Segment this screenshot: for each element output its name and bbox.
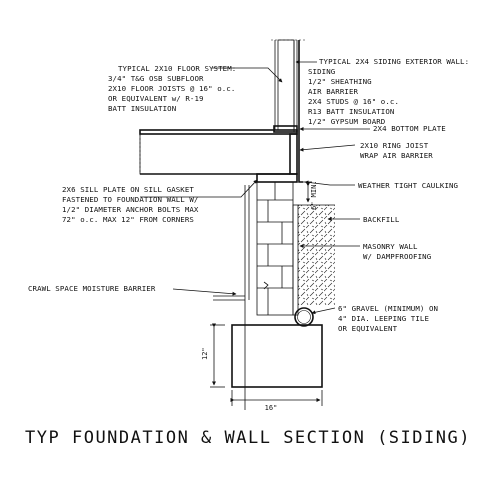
exterior-wall-line-3: 1/2" SHEATHING (308, 77, 372, 86)
exterior-wall (271, 39, 305, 183)
moisture-barrier (213, 295, 245, 301)
gravel-line-1: 6" GRAVEL (MINIMUM) ON (338, 304, 438, 313)
masonry-line-1: MASONRY WALL (363, 242, 418, 251)
exterior-wall-line-5: 2X4 STUDS @ 16" o.c. (308, 97, 399, 106)
gravel-bed (294, 307, 314, 327)
exterior-wall-line-6: R13 BATT INSULATION (308, 107, 394, 116)
ring-joist-line-1: 2X10 RING JOIST (360, 141, 429, 150)
callout-exterior-wall: TYPICAL 2X4 SIDING EXTERIOR WALL: SIDING… (308, 57, 469, 126)
floor-system-line-5: BATT INSULATION (108, 104, 176, 113)
dim-clearance-text: 6" MIN. (310, 180, 318, 210)
footing (231, 324, 323, 388)
bottom-plate (273, 125, 298, 133)
gravel-line-3: OR EQUIVALENT (338, 324, 398, 333)
callout-sill-plate: 2X6 SILL PLATE ON SILL GASKET FASTENED T… (62, 185, 199, 224)
dampproofing (292, 204, 299, 316)
exterior-wall-line-4: AIR BARRIER (308, 87, 358, 96)
callout-masonry: MASONRY WALL W/ DAMPFROOFING (363, 242, 431, 261)
exterior-wall-line-7: 1/2" GYPSUM BOARD (308, 117, 385, 126)
callout-gravel: 6" GRAVEL (MINIMUM) ON 4" DIA. LEEPING T… (338, 304, 438, 333)
backfill (298, 204, 335, 305)
sill-plate-line-2: FASTENED TO FOUNDATION WALL W/ (62, 195, 199, 204)
floor-system-line-3: 2X10 FLOOR JOISTS @ 16" o.c. (108, 84, 235, 93)
callout-bottom-plate: 2X4 BOTTOM PLATE (373, 124, 446, 133)
leaders (140, 60, 370, 315)
ring-joist (289, 133, 298, 175)
dim-footing-height: 12" (201, 323, 225, 388)
exterior-wall-line-1: TYPICAL 2X4 SIDING EXTERIOR WALL: (319, 57, 469, 66)
masonry-wall (256, 181, 294, 316)
sill-plate-line-1: 2X6 SILL PLATE ON SILL GASKET (62, 185, 194, 194)
crawl-space-lines (244, 185, 250, 410)
callout-ring-joist: 2X10 RING JOIST WRAP AIR BARRIER (360, 141, 433, 160)
masonry-line-2: W/ DAMPFROOFING (363, 252, 431, 261)
floor-system-line-4: OR EQUIVALENT w/ R-19 (108, 94, 204, 103)
callout-moisture-barrier: CRAWL SPACE MOISTURE BARRIER (28, 284, 156, 293)
dim-footing-width: 16" (230, 390, 323, 412)
callout-floor-system: TYPICAL 2X10 FLOOR SYSTEM: 3/4" T&G OSB … (108, 64, 236, 113)
dim-footing-width-text: 16" (265, 404, 278, 412)
sill-plate-line-4: 72" o.c. MAX 12" FROM CORNERS (62, 215, 194, 224)
sill-plate (256, 173, 298, 183)
drawing-title: TYP FOUNDATION & WALL SECTION (SIDING) (25, 428, 471, 448)
floor-joist-band (139, 133, 291, 175)
callout-caulking: WEATHER TIGHT CAULKING (358, 181, 458, 190)
dim-footing-height-text: 12" (201, 347, 209, 360)
dim-clearance: 6" MIN. (306, 180, 318, 210)
sill-plate-line-3: 1/2" DIAMETER ANCHOR BOLTS MAX (62, 205, 199, 214)
gravel-line-2: 4" DIA. LEEPING TILE (338, 314, 429, 323)
exterior-wall-line-2: SIDING (308, 67, 335, 76)
callout-backfill: BACKFILL (363, 215, 400, 224)
floor-system-line-2: 3/4" T&G OSB SUBFLOOR (108, 74, 204, 83)
floor-system-line-1: TYPICAL 2X10 FLOOR SYSTEM: (118, 64, 236, 73)
ring-joist-line-2: WRAP AIR BARRIER (360, 151, 433, 160)
